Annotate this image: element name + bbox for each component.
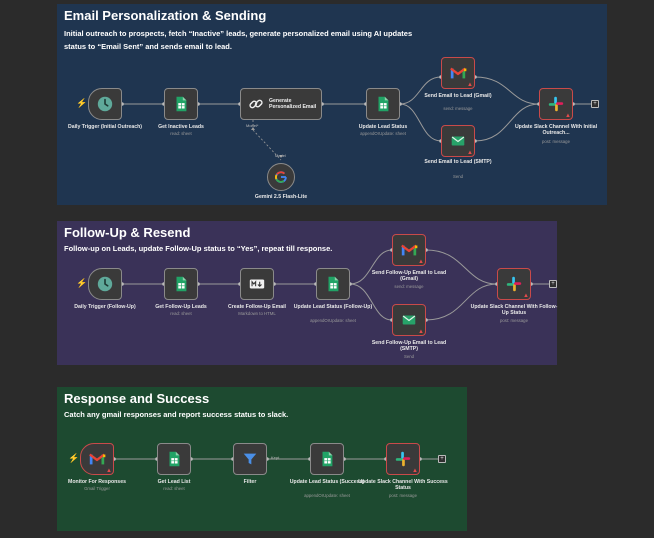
node-label: Generate Personalized Email [269, 97, 317, 111]
google-sheets-icon [172, 95, 190, 113]
node-subtitle: appendOrUpdate: sheet [304, 493, 350, 498]
gmail-icon [400, 241, 418, 259]
node-subtitle: post: message [500, 318, 528, 323]
node-subtitle: Send [452, 174, 464, 179]
node-subtitle: read: sheet [163, 486, 185, 491]
section-title: Follow-Up & Resend [64, 225, 191, 240]
section-description: Initial outreach to prospects, fetch “In… [64, 29, 413, 51]
node-label: Get Inactive Leads [158, 124, 204, 130]
node-get-inactive-leads[interactable] [164, 88, 198, 120]
gmail-icon [88, 450, 106, 468]
node-label: Send Email to Lead (Gmail) [424, 93, 492, 99]
node-daily-trigger-initial[interactable] [88, 88, 122, 120]
node-subtitle: appendOrUpdate: sheet [360, 131, 406, 136]
node-label: Update Slack Channel With Initial Outrea… [514, 124, 598, 137]
google-sheets-icon [165, 450, 183, 468]
add-node-button[interactable]: + [591, 100, 599, 108]
node-label: Get Lead List [157, 479, 191, 485]
google-sheets-icon [324, 275, 342, 293]
google-sheets-icon [318, 450, 336, 468]
email-envelope-icon [400, 311, 418, 329]
node-create-follow-up-email[interactable] [240, 268, 274, 300]
section-description: Follow-up on Leads, update Follow-Up sta… [64, 244, 333, 253]
warning-icon: ▲ [418, 329, 424, 335]
clock-icon [96, 275, 114, 293]
warning-icon: ▲ [467, 82, 473, 88]
node-label: Gemini 2.5 Flash-Lite [254, 194, 308, 200]
add-node-button[interactable]: + [438, 455, 446, 463]
slack-icon [394, 450, 412, 468]
node-update-lead-status[interactable] [366, 88, 400, 120]
clock-icon [96, 95, 114, 113]
node-update-slack-success[interactable]: ▲ [386, 443, 420, 475]
node-subtitle: appendOrUpdate: sheet [310, 318, 356, 323]
node-label: Send Email to Lead (SMTP) [424, 159, 492, 165]
node-get-follow-up-leads[interactable] [164, 268, 198, 300]
node-filter[interactable] [233, 443, 267, 475]
model-connector-label: Model* [246, 123, 259, 128]
node-label: Daily Trigger (Follow-Up) [74, 304, 136, 310]
section-title: Response and Success [64, 391, 210, 406]
node-label: Update Slack Channel With Follow-Up Stat… [470, 304, 558, 317]
filter-funnel-icon [241, 450, 259, 468]
node-get-lead-list[interactable] [157, 443, 191, 475]
node-send-email-smtp[interactable]: ▲ [441, 125, 475, 157]
section-title: Email Personalization & Sending [64, 8, 267, 23]
node-update-slack-follow-up[interactable]: ▲ [497, 268, 531, 300]
node-subtitle: post: message [542, 139, 570, 144]
node-update-lead-status-follow-up[interactable] [316, 268, 350, 300]
node-label: Send Follow-Up Email to Lead (SMTP) [371, 340, 447, 353]
gmail-icon [449, 64, 467, 82]
node-subtitle: read: sheet [170, 311, 192, 316]
node-label: Update Lead Status [358, 124, 408, 130]
node-label: Update Slack Channel With Success Status [358, 479, 448, 492]
node-subtitle: Send [403, 354, 415, 359]
markdown-icon [248, 275, 266, 293]
warning-icon: ▲ [412, 468, 418, 474]
section-description: Catch any gmail responses and report suc… [64, 410, 289, 419]
google-sheets-icon [172, 275, 190, 293]
node-generate-personalized-email[interactable]: Generate Personalized Email [240, 88, 322, 120]
node-subtitle: Markdown to HTML [238, 311, 276, 316]
trigger-bolt-icon: ⚡ [76, 98, 88, 108]
trigger-bolt-icon: ⚡ [76, 278, 88, 288]
node-monitor-for-responses[interactable]: ▲ [80, 443, 114, 475]
node-label: Daily Trigger (Initial Outreach) [67, 124, 143, 130]
node-subtitle: read: sheet [170, 131, 192, 136]
email-envelope-icon [449, 132, 467, 150]
add-node-button[interactable]: + [549, 280, 557, 288]
slack-icon [505, 275, 523, 293]
warning-icon: ▲ [565, 113, 571, 119]
node-label: Create Follow-Up Email [228, 304, 286, 310]
warning-icon: ▲ [418, 259, 424, 265]
node-label: Filter [243, 479, 257, 485]
node-label: Send Follow-Up Email to Lead (Gmail) [371, 270, 447, 283]
node-update-lead-status-success[interactable] [310, 443, 344, 475]
warning-icon: ▲ [106, 468, 112, 474]
node-subtitle: post: message [389, 493, 417, 498]
node-update-slack-initial[interactable]: ▲ [539, 88, 573, 120]
node-subtitle: send: message [394, 284, 424, 289]
google-gemini-icon [274, 170, 288, 184]
node-send-email-gmail[interactable]: ▲ [441, 57, 475, 89]
model-connector-label: Model [275, 153, 286, 158]
link-chain-icon [247, 95, 265, 113]
node-label: Get Follow-Up Leads [155, 304, 207, 310]
trigger-bolt-icon: ⚡ [68, 453, 80, 463]
node-label: Update Lead Status (Success) [289, 479, 365, 485]
node-subtitle: send: message [443, 106, 473, 111]
node-label: Update Lead Status (Follow-Up) [293, 304, 373, 310]
google-sheets-icon [374, 95, 392, 113]
warning-icon: ▲ [523, 293, 529, 299]
node-daily-trigger-follow-up[interactable] [88, 268, 122, 300]
node-gemini-model[interactable] [267, 163, 295, 191]
node-label: Monitor For Responses [68, 479, 126, 485]
node-send-follow-up-gmail[interactable]: ▲ [392, 234, 426, 266]
slack-icon [547, 95, 565, 113]
kept-connector-label: Kept [271, 455, 280, 460]
node-subtitle: Gmail Trigger [84, 486, 110, 491]
warning-icon: ▲ [467, 150, 473, 156]
node-send-follow-up-smtp[interactable]: ▲ [392, 304, 426, 336]
